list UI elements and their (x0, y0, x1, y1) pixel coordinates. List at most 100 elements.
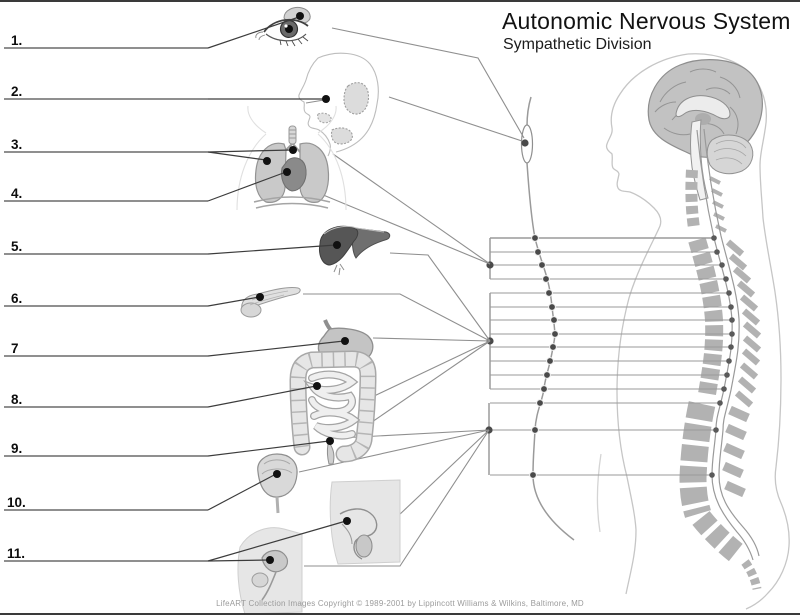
submandibular-gland (330, 127, 353, 145)
leader-11a (207, 559, 270, 562)
male-pelvis-silhouette (329, 479, 401, 565)
body-profile (596, 53, 790, 610)
leader-1 (207, 16, 300, 49)
body-back-outline (687, 53, 790, 610)
pancreas-nerve-line (303, 293, 491, 342)
brain (647, 59, 763, 201)
head-profile-outline (298, 52, 379, 157)
lumbar-vertebral-bodies (679, 401, 716, 518)
leader-lines (207, 16, 347, 562)
page-subtitle: Sympathetic Division (503, 36, 652, 53)
dot-eye (296, 12, 304, 20)
mouth-line (305, 99, 325, 104)
chain-ganglia (529, 234, 559, 479)
spinal-cord-dots (709, 235, 735, 478)
salivary-nerve-line (388, 96, 523, 142)
sacrum (692, 511, 746, 564)
label-number-2: 2. (11, 84, 23, 99)
bladder-inner-lines (261, 459, 293, 475)
body-front-outline (605, 53, 689, 595)
leader-4 (207, 171, 287, 202)
leader-6 (207, 296, 260, 307)
trachea (283, 125, 301, 153)
spinal-nerve-lines (488, 237, 732, 476)
gyri-lines (654, 68, 741, 136)
stomach-nerve-line (372, 337, 491, 342)
coccyx (741, 559, 762, 590)
liver-nerve-line (389, 252, 491, 342)
answer-blanks (4, 47, 208, 562)
penis-outline (341, 523, 353, 545)
dot-male-organ (343, 517, 351, 525)
small-intestine (303, 370, 361, 440)
label-number-4: 4. (11, 186, 23, 201)
heart (281, 157, 307, 192)
eyelashes (279, 36, 309, 47)
corpus-callosum (675, 95, 731, 120)
torso-faint-outline (236, 105, 347, 211)
dot-pancreas (256, 293, 264, 301)
lungs-illustration (236, 105, 347, 211)
rectum (326, 443, 335, 465)
female-bladder (251, 572, 269, 588)
left-lung (299, 142, 330, 203)
bladder-nerve-line (298, 429, 490, 473)
tear-duct-lines (255, 31, 266, 41)
label-number-9: 9. (11, 441, 23, 456)
label-number-8: 8. (11, 392, 23, 407)
dot-liver (333, 241, 341, 249)
dot-heart (283, 168, 291, 176)
leader-8 (207, 385, 317, 408)
salivary-glands-illustration (298, 52, 379, 157)
bladder-illustration (257, 453, 298, 514)
cerebellum-folia-lines (713, 140, 747, 165)
dot-lung-left (263, 157, 271, 165)
heart-nerve-line (315, 191, 491, 265)
cervical-vertebral-bodies (685, 169, 700, 229)
female-organ-nerve-line (304, 429, 490, 567)
organ-target-dots (256, 12, 351, 564)
dot-female-organ (266, 556, 274, 564)
spinous-processes (709, 176, 762, 498)
label-number-5: 5. (11, 239, 23, 254)
dot-stomach (341, 337, 349, 345)
liver-right-lobe (351, 227, 391, 259)
lungs-nerve-line (332, 153, 491, 265)
female-reproductive-illustration (237, 527, 303, 613)
small-intestine-nerve-line (371, 340, 491, 398)
male-organ-nerve-line (397, 429, 490, 517)
nerve-bracket-verticals (488, 238, 491, 475)
liver-illustration (319, 225, 391, 276)
label-number-10: 10. (7, 495, 26, 510)
uterus (261, 549, 289, 573)
leader-5 (207, 244, 337, 255)
page-title: Autonomic Nervous System (502, 8, 791, 34)
label-number-3: 3. (11, 137, 23, 152)
thoracic-vertebral-bodies (688, 237, 724, 396)
label-number-6: 6. (11, 291, 23, 306)
dot-trachea (289, 146, 297, 154)
lower-eyelid (265, 33, 307, 42)
leader-3a (207, 151, 267, 161)
liver-top-highlight (323, 225, 385, 235)
leader-10 (207, 473, 277, 511)
leader-9 (207, 440, 330, 457)
pancreas-illustration (240, 287, 301, 318)
pancreas-head (240, 302, 262, 318)
sublingual-gland (317, 112, 332, 124)
colon-nerve-line (371, 340, 491, 423)
upper-eyelid (263, 18, 309, 33)
hip-crease-line (596, 453, 602, 533)
leader-11b (207, 520, 347, 562)
dot-salivary (322, 95, 330, 103)
vertebral-column (679, 169, 762, 590)
vaginal-canal (261, 571, 277, 601)
gallbladder (333, 263, 345, 276)
label-number-7: 7 (11, 341, 19, 356)
sympathetic-chain (485, 96, 575, 541)
label-number-11: 11. (7, 546, 26, 561)
male-reproductive-illustration (329, 479, 401, 565)
dot-small-intestine (313, 382, 321, 390)
